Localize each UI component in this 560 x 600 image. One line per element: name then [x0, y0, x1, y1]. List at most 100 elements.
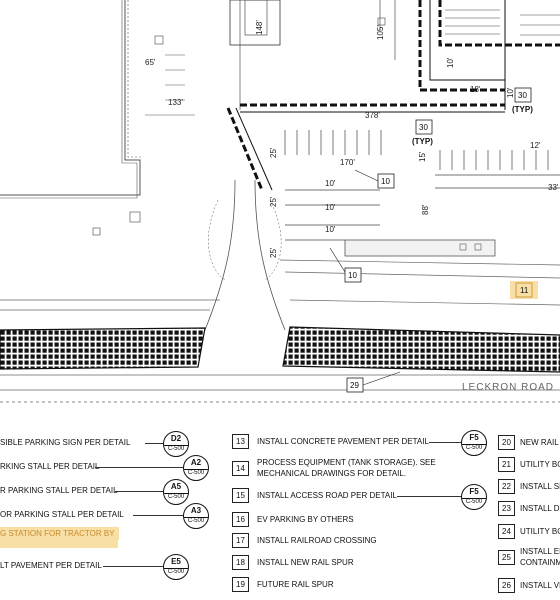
access-road-boundary — [226, 0, 560, 191]
legend-row-19: 19 FUTURE RAIL SPUR — [232, 577, 432, 595]
legend-text: LT PAVEMENT PER DETAIL — [0, 561, 102, 570]
legend-text: INSTALL CONCRETE PAVEMENT PER DETAIL — [257, 437, 429, 446]
dim-12: 12' — [530, 141, 541, 150]
legend-row-18: 18 INSTALL NEW RAIL SPUR — [232, 555, 432, 573]
dim-10-d: 10' — [446, 57, 455, 68]
top-right-hatching — [445, 9, 560, 36]
dim-88: 88' — [421, 204, 430, 215]
site-plan-drawing: 148' 105' 65' 133' 378' 170' 10' 10' 10'… — [0, 0, 560, 403]
keynote-number: 21 — [498, 457, 515, 472]
keynote-number: 22 — [498, 479, 515, 494]
keynote-number: 25 — [498, 550, 515, 565]
equipment-markers — [92, 17, 386, 236]
keynote-number: 14 — [232, 461, 249, 476]
keynote-legend: SIBLE PARKING SIGN PER DETAIL D2 C-500 R… — [0, 420, 560, 600]
right-parking-stalls — [435, 150, 560, 189]
detail-callout[interactable]: D2 C-500 — [163, 431, 189, 457]
legend-text: OR PARKING STALL PER DETAIL — [0, 510, 124, 519]
legend-row-24: 24 UTILITY BO — [498, 524, 560, 542]
typ-label-b: (TYP) — [412, 137, 433, 146]
detail-callout[interactable]: A5 C-500 — [163, 479, 189, 505]
legend-text: RKING STALL PER DETAIL — [0, 462, 100, 471]
legend-row-17: 17 INSTALL RAILROAD CROSSING — [232, 533, 432, 551]
legend-text: INSTALL NEW RAIL SPUR — [257, 558, 354, 567]
legend-row-col1-2: RKING STALL PER DETAIL A2 C-500 — [0, 455, 220, 481]
legend-text: INSTALL RAILROAD CROSSING — [257, 536, 377, 545]
center-drive — [204, 179, 286, 331]
legend-row-col1-5: G STATION FOR TRACTOR BY — [0, 524, 125, 542]
legend-row-26: 26 INSTALL VE — [498, 578, 560, 596]
middle-parking-stalls — [284, 130, 382, 241]
dim-378: 378' — [365, 111, 380, 120]
legend-row-col1-3: R PARKING STALL PER DETAIL A5 C-500 — [0, 479, 200, 505]
dim-10-e: 10' — [506, 87, 515, 98]
legend-text: NEW RAIL L — [520, 438, 560, 447]
dim-65: 65' — [145, 58, 156, 67]
legend-text: SIBLE PARKING SIGN PER DETAIL — [0, 438, 131, 447]
legend-row-col1-6: LT PAVEMENT PER DETAIL E5 C-500 — [0, 554, 200, 580]
detail-callout[interactable]: E5 C-500 — [163, 554, 189, 580]
keynote-number: 16 — [232, 512, 249, 527]
left-building — [0, 0, 143, 199]
legend-row-col1-4: OR PARKING STALL PER DETAIL A3 C-500 — [0, 503, 220, 529]
upper-structure — [229, 0, 396, 110]
legend-text-line2: MECHANICAL DRAWINGS FOR DETAIL. — [257, 469, 407, 478]
legend-text: UTILITY BO — [520, 460, 560, 469]
dim-10-b: 10' — [325, 203, 336, 212]
keynote-tag-29[interactable]: 29 — [346, 377, 364, 393]
typ-label-a: (TYP) — [512, 105, 533, 114]
legend-text: PROCESS EQUIPMENT (TANK STORAGE). SEE — [257, 458, 436, 467]
legend-text-line2: CONTAINM — [520, 558, 560, 567]
svg-text:29: 29 — [350, 381, 359, 390]
detail-callout[interactable]: F5 C-500 — [461, 430, 487, 456]
keynote-number: 18 — [232, 555, 249, 570]
dim-170: 170' — [340, 158, 355, 167]
svg-text:11: 11 — [520, 286, 529, 295]
svg-text:30: 30 — [518, 91, 527, 100]
keynote-tag-11[interactable]: 11 — [510, 281, 538, 299]
keynote-number: 17 — [232, 533, 249, 548]
keynote-tag-10-b[interactable]: 10 — [344, 267, 362, 283]
road-name-label: LECKRON ROAD — [462, 382, 554, 393]
legend-text: INSTALL VE — [520, 581, 560, 590]
detail-callout[interactable]: A2 C-500 — [183, 455, 209, 481]
keynote-number: 13 — [232, 434, 249, 449]
keynote-tag-30-a[interactable]: 30 — [514, 87, 532, 103]
dim-148: 148' — [255, 20, 264, 35]
keynote-number: 23 — [498, 501, 515, 516]
legend-text: R PARKING STALL PER DETAIL — [0, 486, 118, 495]
svg-text:10: 10 — [381, 177, 390, 186]
rail-lines — [0, 259, 560, 403]
legend-text: INSTALL EL — [520, 547, 560, 556]
dim-33: 33' — [548, 183, 559, 192]
detail-callout[interactable]: A3 C-500 — [183, 503, 209, 529]
legend-text-highlighted: G STATION FOR TRACTOR BY — [0, 527, 119, 540]
keynote-tag-10-a[interactable]: 10 — [377, 173, 395, 189]
dim-25-c: 25' — [269, 247, 278, 258]
dim-10-c: 10' — [325, 225, 336, 234]
keynote-number: 26 — [498, 578, 515, 593]
legend-text: FUTURE RAIL SPUR — [257, 580, 334, 589]
legend-row-21: 21 UTILITY BO — [498, 457, 560, 475]
keynote-tag-30-b[interactable]: 30 — [415, 119, 433, 135]
landscape-strips — [0, 326, 560, 373]
svg-text:30: 30 — [419, 123, 428, 132]
dim-133: 133' — [168, 98, 183, 107]
legend-text: EV PARKING BY OTHERS — [257, 515, 354, 524]
legend-row-25: 25 INSTALL EL CONTAINM — [498, 547, 560, 571]
legend-row-15: 15 INSTALL ACCESS ROAD PER DETAIL F5 C-5… — [232, 484, 492, 510]
keynote-number: 24 — [498, 524, 515, 539]
keynote-number: 20 — [498, 435, 515, 450]
detail-callout[interactable]: F5 C-500 — [461, 484, 487, 510]
dim-105: 105' — [376, 25, 385, 40]
legend-text: INSTALL ACCESS ROAD PER DETAIL — [257, 491, 397, 500]
keynote-number: 15 — [232, 488, 249, 503]
left-parking-stalls — [145, 54, 195, 116]
legend-row-20: 20 NEW RAIL L — [498, 435, 560, 453]
legend-row-23: 23 INSTALL DO — [498, 501, 560, 519]
dim-10-a: 10' — [325, 179, 336, 188]
legend-row-16: 16 EV PARKING BY OTHERS — [232, 512, 432, 530]
concrete-strip — [344, 239, 496, 257]
dim-15: 15' — [418, 151, 427, 162]
